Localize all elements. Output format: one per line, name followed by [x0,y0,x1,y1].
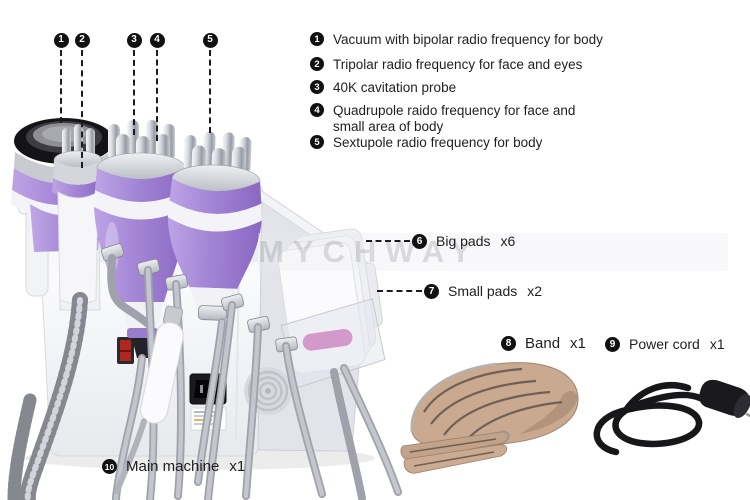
callout-power-cord: 9 Power cord x1 [605,336,725,352]
feature-text-1: Vacuum with bipolar radio frequency for … [333,32,603,47]
leader-line-5 [209,50,211,133]
pointer-badge-4: 4 [149,32,165,48]
leader-line-1 [60,50,62,123]
callout-label-7: Small pads [448,283,518,299]
callout-badge-6: 6 [412,233,427,249]
pads-stack [277,228,386,389]
pointer-badge-3: 3 [126,32,142,48]
feature-item-2: 2 Tripolar radio frequency for face and … [310,57,640,73]
callout-small-pads: 7 Small pads x2 [424,283,542,299]
pointer-badge-5: 5 [202,32,218,48]
handpiece-right [167,131,262,321]
callout-big-pads: 6 Big pads x6 [412,233,515,249]
callout-qty-6: x6 [500,233,516,249]
callout-label-6: Big pads [436,233,491,249]
feature-text-5: Sextupole radio frequency for body [333,135,543,150]
feature-item-3: 3 40K cavitation probe [310,80,640,96]
leader-line-7 [377,290,422,292]
power-switch [117,337,134,364]
callout-label-8: Band [525,335,561,352]
callout-badge-10: 10 [102,459,117,474]
callout-label-10: Main machine [126,458,220,475]
probe-tripolar [52,124,104,305]
callout-label-9: Power cord [629,336,700,352]
leader-line-4 [156,50,158,141]
probe-wand [113,305,184,495]
leader-line-6 [366,240,410,242]
feature-badge-3: 3 [310,80,324,94]
cables [107,254,402,500]
watermark: MYCHWAY [258,233,728,271]
feature-badge-2: 2 [310,57,324,71]
feature-text-4: Quadrupole raido frequency for face and … [333,103,576,134]
vacuum-hose [7,292,88,500]
feature-item-1: 1 Vacuum with bipolar radio frequency fo… [310,32,640,48]
callout-qty-8: x1 [570,335,586,352]
power-cord-coil [593,379,750,456]
feature-badge-5: 5 [310,135,324,149]
feature-text-3: 40K cavitation probe [333,80,457,95]
band-roll [400,362,579,474]
power-plug [699,379,750,421]
callout-qty-7: x2 [527,283,543,299]
callout-badge-9: 9 [605,336,620,352]
pointer-badge-1: 1 [53,32,69,48]
callout-badge-8: 8 [501,336,516,351]
feature-badge-1: 1 [310,32,324,46]
leader-line-3 [133,50,135,135]
feature-item-4: 4 Quadrupole raido frequency for face an… [310,103,640,134]
callout-badge-7: 7 [424,283,439,299]
callout-band: 8 Band x1 [501,335,586,352]
feature-badge-4: 4 [310,103,324,117]
feature-text-2: Tripolar radio frequency for face and ey… [333,57,583,72]
callout-qty-10: x1 [229,458,246,475]
leader-line-2 [81,50,83,168]
callout-qty-9: x1 [709,336,725,352]
pointer-badge-2: 2 [74,32,90,48]
feature-item-5: 5 Sextupole radio frequency for body [310,135,640,151]
callout-main-machine: 10 Main machine x1 [102,458,245,475]
